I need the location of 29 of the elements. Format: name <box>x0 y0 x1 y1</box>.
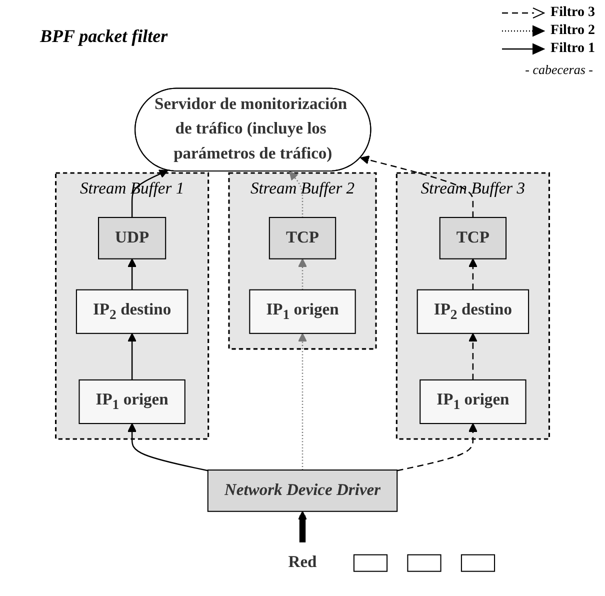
note-text: - cabeceras - <box>525 62 593 78</box>
arrow <box>128 258 137 290</box>
node-box <box>353 554 388 572</box>
node-box: IP$_{1}$ origen <box>420 379 526 424</box>
legend-label: Filtro 2 <box>550 23 595 39</box>
arrow <box>298 333 308 470</box>
node-box <box>460 554 496 572</box>
arrow <box>289 171 304 218</box>
node-box: IP$_{1}$ origen <box>78 379 186 424</box>
node-box: IP$_{1}$ origen <box>249 289 356 334</box>
node-box: TCP <box>268 216 336 260</box>
node-box: UDP <box>98 216 166 260</box>
node-text: Red <box>288 554 317 572</box>
node-box: IP$_{2}$ destino <box>76 289 188 334</box>
arrow <box>468 333 478 380</box>
arrow <box>298 258 308 290</box>
legend-label: Filtro 3 <box>550 5 595 21</box>
arrow <box>128 423 208 472</box>
arrow <box>360 155 474 218</box>
node-box: IP$_{2}$ destino <box>416 289 530 334</box>
legend-label: Filtro 1 <box>550 41 595 57</box>
node-box: Network Device Driver <box>207 470 398 512</box>
arrow <box>468 258 478 290</box>
arrow <box>128 333 137 380</box>
diagram-title: BPF packet filter <box>40 26 168 47</box>
arrow <box>396 423 478 472</box>
arrow <box>298 510 308 543</box>
node-box: TCP <box>439 216 507 260</box>
node-box <box>407 554 442 572</box>
